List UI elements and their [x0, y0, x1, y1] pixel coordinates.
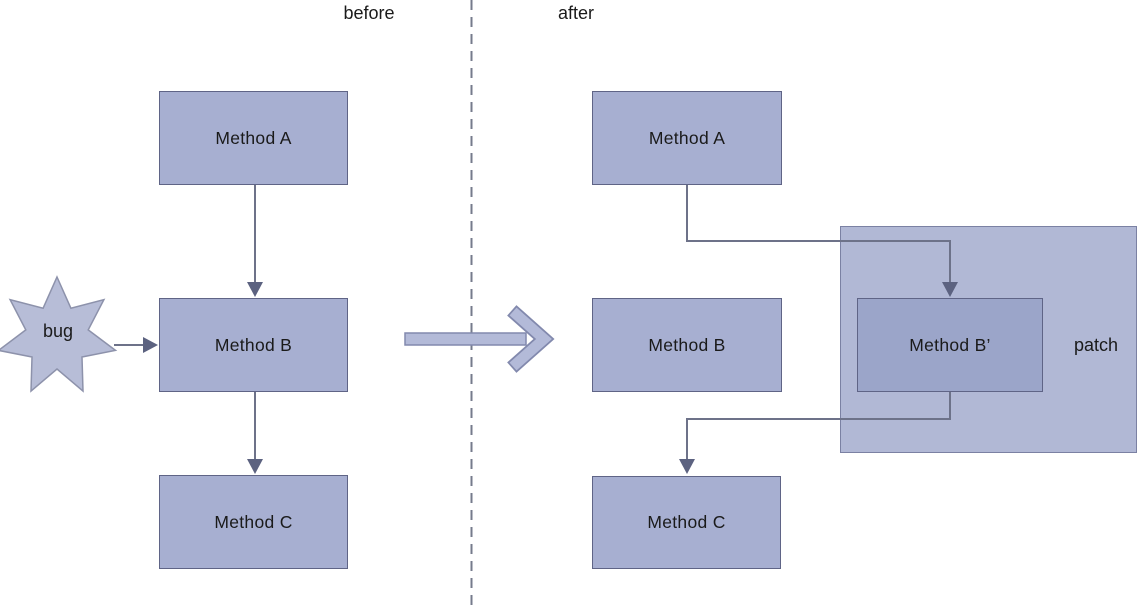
bug-star-shape	[0, 275, 118, 393]
method-b-label-after: Method B	[648, 334, 726, 355]
method-a-label-after: Method A	[648, 127, 726, 148]
arrowhead-bprime-to-c-icon	[679, 459, 695, 474]
method-b-prime-box: Method B’	[857, 298, 1043, 392]
method-a-box-after: Method A	[592, 91, 782, 185]
arrowhead-a-to-bprime-icon	[942, 282, 958, 297]
method-c-box-before: Method C	[159, 475, 348, 569]
method-a-label-before: Method A	[215, 127, 292, 148]
before-section-label: before	[343, 3, 395, 23]
connector-a-to-bprime-after	[686, 185, 951, 288]
method-a-box-before: Method A	[159, 91, 348, 185]
method-c-label-after: Method C	[647, 512, 726, 532]
arrowhead-b-to-c-before-icon	[247, 459, 263, 474]
method-b-prime-label: Method B’	[909, 334, 991, 355]
big-arrow-shaft	[404, 332, 527, 346]
arrowhead-a-to-b-before-icon	[247, 282, 263, 297]
arrowhead-bug-to-b-icon	[143, 337, 158, 353]
method-c-box-after: Method C	[592, 476, 781, 569]
big-arrow-head-icon	[509, 307, 552, 371]
connector-bprime-to-c-after	[686, 392, 951, 465]
after-section-label: after	[557, 3, 595, 23]
method-b-box-after: Method B	[592, 298, 782, 392]
method-b-label-before: Method B	[214, 334, 293, 355]
method-c-label-before: Method C	[214, 511, 293, 532]
bug-label: bug	[42, 321, 74, 341]
patch-label: patch	[1073, 335, 1119, 355]
method-b-box-before: Method B	[159, 298, 348, 392]
